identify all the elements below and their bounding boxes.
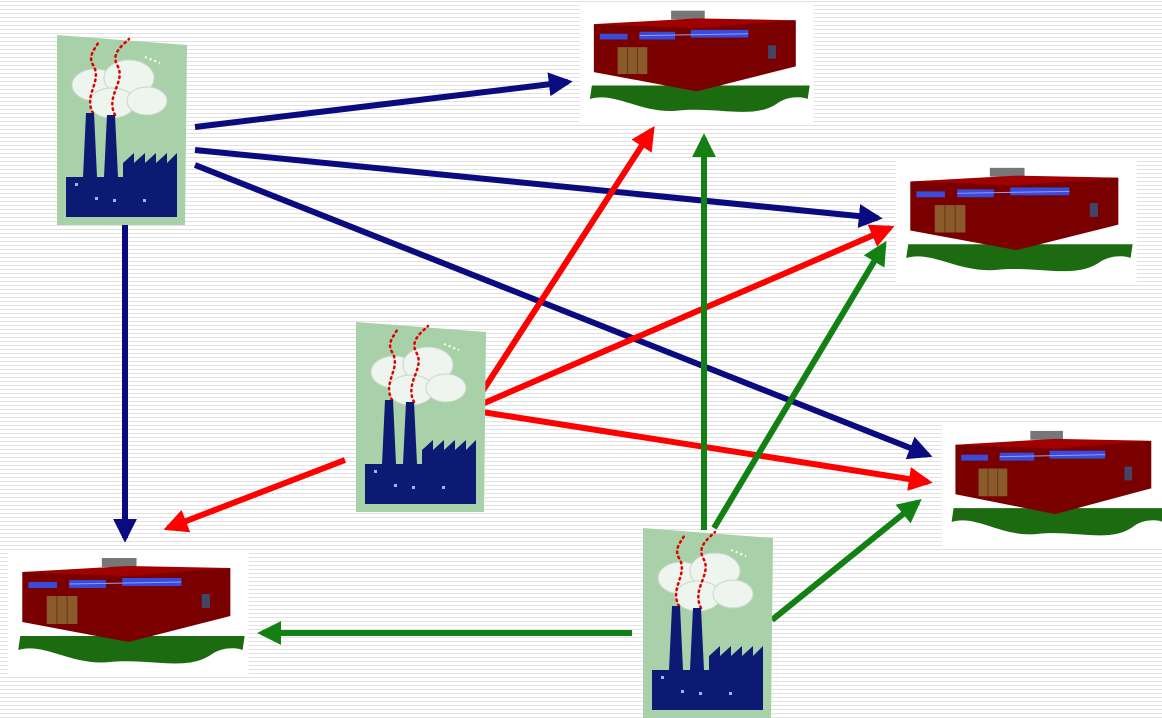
warehouse-icon (895, 159, 1138, 284)
factory-icon (55, 33, 189, 227)
warehouse-bottom-left (7, 549, 250, 677)
factory-3 (641, 526, 775, 718)
factory-icon (354, 320, 488, 514)
flows-from-factory-2 (163, 125, 933, 533)
warehouse-right-lower (941, 422, 1162, 549)
arrow-factory-2-to-warehouse-right-upper (480, 224, 895, 407)
warehouse-icon (941, 422, 1162, 549)
factory-icon (641, 526, 775, 718)
arrow-factory-2-to-warehouse-top (479, 125, 655, 394)
flows-from-factory-3 (257, 133, 922, 645)
arrow-factory-2-to-warehouse-bottom-left (163, 457, 347, 533)
arrow-factory-1-to-warehouse-top (194, 72, 573, 130)
arrow-factory-1-to-warehouse-right-upper (194, 147, 883, 229)
warehouse-icon (579, 2, 815, 125)
warehouse-top (579, 2, 815, 125)
factory-1 (55, 33, 189, 227)
arrow-factory-3-to-warehouse-right-upper (711, 240, 887, 530)
warehouse-icon (7, 549, 250, 677)
arrow-factory-3-to-warehouse-right-lower (770, 498, 922, 623)
warehouse-right-upper (895, 159, 1138, 284)
factory-2 (354, 320, 488, 514)
flows-from-factory-1 (113, 72, 933, 543)
arrow-factory-1-to-warehouse-right-lower (193, 162, 933, 460)
